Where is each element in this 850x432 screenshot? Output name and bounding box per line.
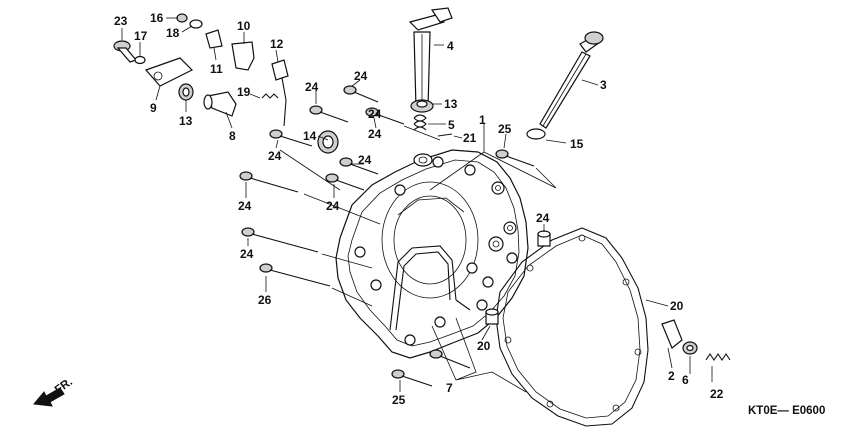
- bolt-24-e: [339, 157, 379, 175]
- callout-5: 5: [448, 118, 455, 132]
- clip-part-21: [437, 133, 453, 137]
- spring-part-7: [705, 353, 731, 361]
- leader-lines: [121, 17, 713, 393]
- o-ring-part-15: [526, 128, 546, 140]
- bolt-24-f: [325, 173, 365, 191]
- callout-25-top: 25: [498, 122, 512, 136]
- bolt-24-d: [269, 129, 313, 147]
- bolt-24-a: [343, 85, 379, 103]
- pin-part-8: [203, 91, 237, 117]
- callout-26: 24: [240, 247, 254, 261]
- oil-seal-13-upper: [410, 99, 434, 113]
- callout-13-left: 13: [179, 114, 193, 128]
- oil-seal-13-left: [178, 83, 194, 101]
- bolt-24-h: [259, 263, 331, 287]
- bolt-25-b: [429, 349, 471, 369]
- bolt-24-c: [365, 107, 405, 125]
- callout-18: 18: [166, 26, 180, 40]
- washer-part-17: [134, 55, 146, 65]
- callout-25-bottom: 7: [446, 381, 453, 395]
- callout-20-lower: 20: [477, 339, 491, 353]
- washer-part-18: [189, 19, 203, 29]
- arm-part-9: [144, 57, 194, 87]
- dowel-20-upper: [537, 230, 551, 247]
- spring-part-19: [261, 93, 279, 99]
- drawing-code: KT0E— E0600: [748, 405, 825, 417]
- callout-24-h: 24: [368, 107, 382, 121]
- callout-4: 4: [447, 39, 454, 53]
- callout-12: 12: [270, 37, 284, 51]
- callout-19: 19: [237, 85, 251, 99]
- bracket-part-10: [231, 41, 255, 71]
- callout-3: 3: [600, 78, 607, 92]
- callout-24-f: 24: [238, 199, 252, 213]
- bolt-part-16: [176, 13, 188, 23]
- plate-part-11: [205, 29, 223, 49]
- callout-8: 8: [229, 129, 236, 143]
- callout-15: 15: [570, 137, 584, 151]
- spring-part-12: [271, 59, 289, 127]
- bearing-part-14: [317, 130, 339, 154]
- callout-24-a: 24: [305, 80, 319, 94]
- front-direction-arrow: FR.: [33, 376, 75, 407]
- callout-20-upper: 24: [536, 211, 550, 225]
- shaft-part-4: [408, 7, 453, 109]
- cover-gasket: [495, 227, 649, 427]
- dowel-20-lower: [485, 308, 499, 325]
- callout-24-c: 24: [368, 127, 382, 141]
- callout-21: 21: [463, 131, 477, 145]
- callout-24-j: 25: [392, 393, 406, 407]
- bolt-set: [239, 85, 535, 387]
- oil-level-gauge-part-3: [539, 31, 604, 129]
- bolt-24-g: [239, 171, 299, 193]
- callout-24-i: 26: [258, 293, 272, 307]
- crankcase-cover: [335, 149, 529, 359]
- callout-1: 1: [479, 113, 486, 127]
- callout-9: 9: [150, 101, 157, 115]
- part-6: [661, 319, 683, 349]
- bolt-25-a: [495, 149, 535, 167]
- callout-6: 2: [668, 369, 675, 383]
- callout-17: 17: [134, 29, 148, 43]
- callout-10: 10: [237, 19, 251, 33]
- callout-24-b: 24: [354, 69, 368, 83]
- callout-22: 6: [682, 373, 689, 387]
- callout-24-g: 24: [326, 199, 340, 213]
- callout-13-upper: 13: [444, 97, 458, 111]
- bolt-24-i: [391, 369, 433, 387]
- callout-2: 20: [670, 299, 684, 313]
- callout-16: 16: [150, 11, 164, 25]
- bolt-26: [241, 227, 319, 253]
- callout-11: 11: [210, 62, 223, 76]
- callout-24-e: 24: [358, 153, 372, 167]
- washer-part-22: [682, 341, 698, 355]
- bolt-24-b: [309, 105, 349, 123]
- bolt-part-23: [113, 40, 138, 63]
- callout-23: 23: [114, 14, 128, 28]
- callout-7: 22: [710, 387, 724, 401]
- callout-24-d: 24: [268, 149, 282, 163]
- spring-part-5: [413, 114, 427, 131]
- callout-labels: 23 16 18 17 10 11 12 9 13 8 19 24 14 4 1…: [114, 11, 724, 407]
- callout-14: 14: [303, 129, 317, 143]
